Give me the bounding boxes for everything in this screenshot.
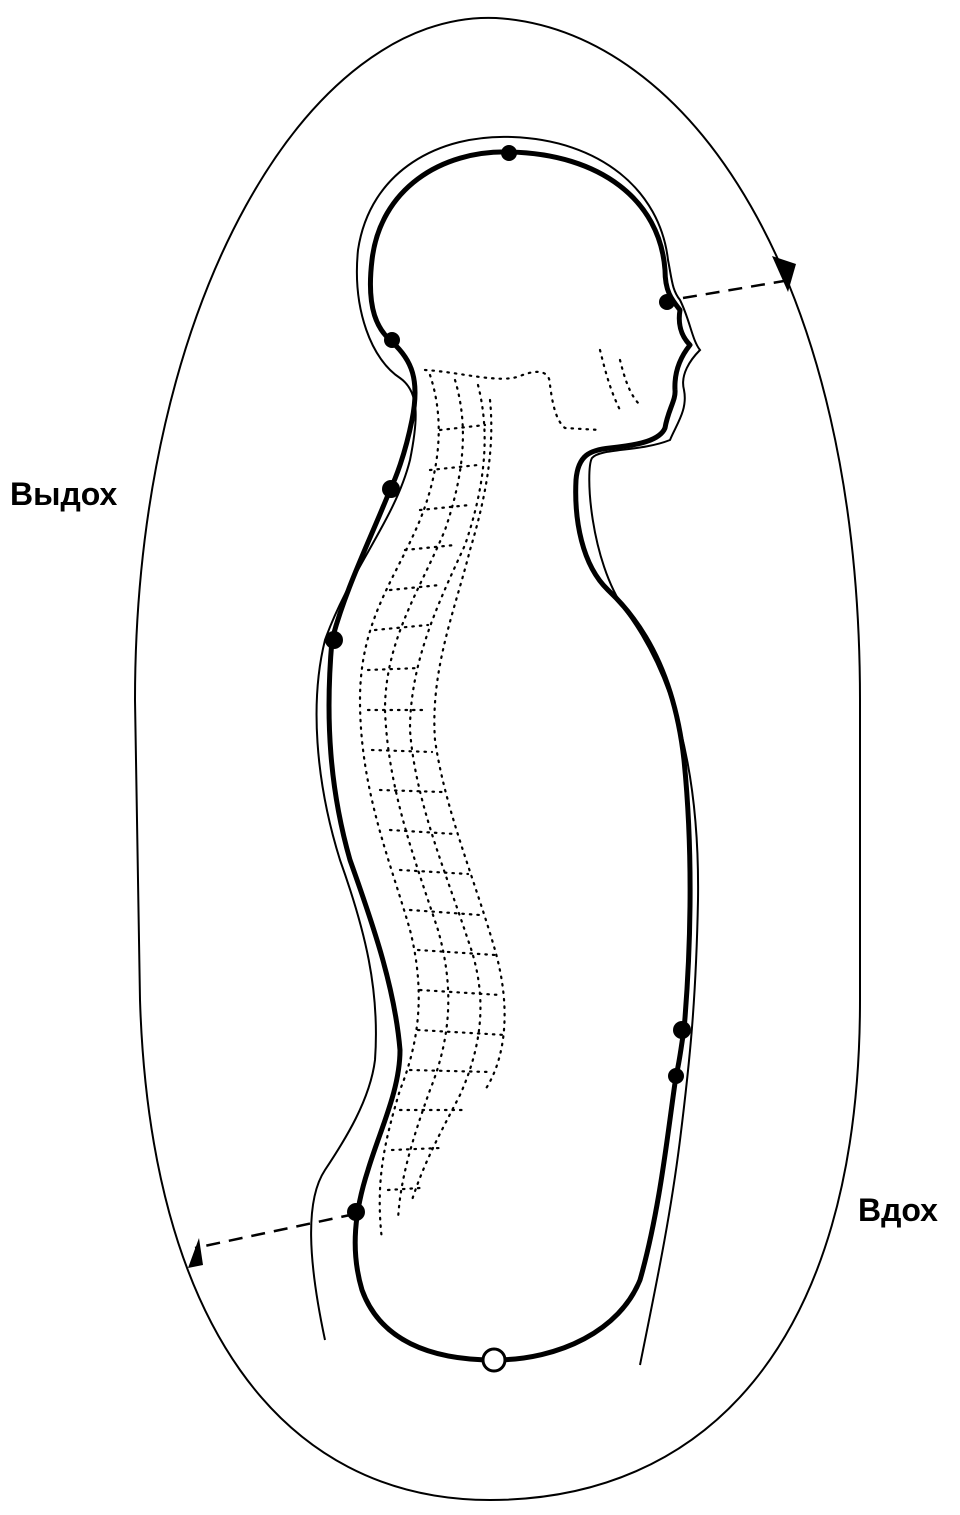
body-outline [311,137,512,1340]
inhale-arrowhead [772,256,796,292]
point-navel [673,1021,691,1039]
point-brow [659,294,675,310]
point-crown [501,145,517,161]
point-neck [382,480,400,498]
point-back-of-head [384,332,400,348]
lower-dashed-connector [195,1214,355,1248]
point-sacrum [347,1203,365,1221]
exhale-arrowhead [188,1238,203,1268]
outer-loop [135,18,860,1500]
point-perineum-hollow [483,1349,505,1371]
spine-channel [329,152,690,1360]
exhale-label: Выдох [10,476,117,513]
upper-dashed-connector [683,280,790,298]
inhale-label: Вдох [858,1192,938,1229]
point-upper-back [325,631,343,649]
point-lower-abdomen [668,1068,684,1084]
body-outline-front [512,137,700,1365]
